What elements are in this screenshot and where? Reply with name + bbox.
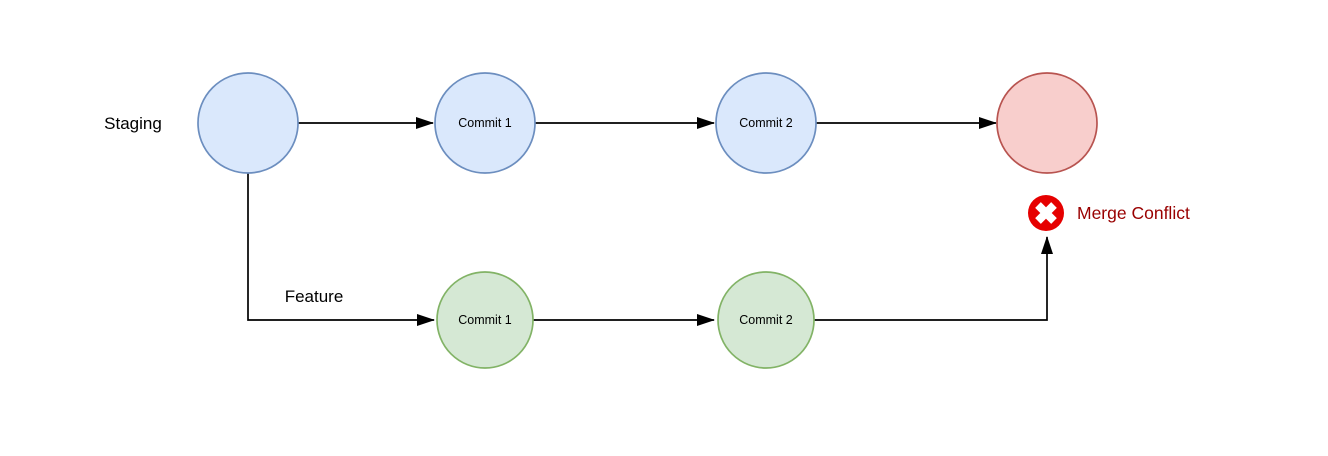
feature-branch-label: Feature [285, 287, 344, 306]
edge-feature-commit2-to-conflict [814, 236, 1053, 321]
error-x-icon [1028, 195, 1064, 231]
edge-branch-to-feature-commit1 [247, 173, 435, 326]
feature-commit2-label: Commit 2 [739, 313, 793, 327]
node-feature-commit1 [436, 271, 534, 369]
node-staging-commit2 [715, 72, 817, 174]
node-staging-commit1 [434, 72, 536, 174]
node-staging-root [197, 72, 299, 174]
feature-commit1-label: Commit 1 [458, 313, 512, 327]
staging-branch-label: Staging [104, 114, 162, 133]
node-merge-result [996, 72, 1098, 174]
staging-commit2-label: Commit 2 [739, 116, 793, 130]
staging-commit1-label: Commit 1 [458, 116, 512, 130]
merge-conflict-label: Merge Conflict [1077, 203, 1190, 223]
node-feature-commit2 [717, 271, 815, 369]
